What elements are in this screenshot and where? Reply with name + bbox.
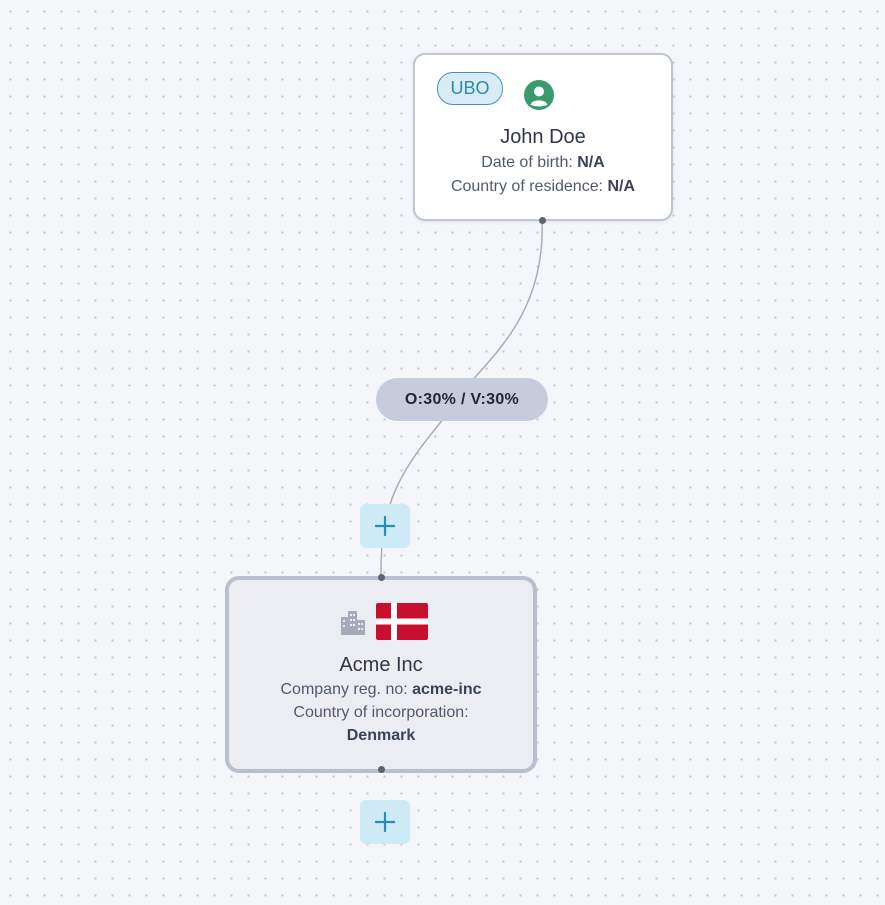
country-of-incorporation-value: Denmark <box>346 727 416 744</box>
plus-icon <box>374 811 396 833</box>
company-node-acme-inc[interactable]: Acme Inc Company reg. no: acme-inc Count… <box>225 576 537 773</box>
add-subsidiary-button[interactable] <box>360 800 410 844</box>
ubo-badge: UBO <box>437 72 503 105</box>
person-node-source-handle[interactable] <box>539 217 546 224</box>
ownership-edge-label[interactable]: O:30% / V:30% <box>376 378 548 421</box>
company-name: Acme Inc <box>339 654 423 676</box>
date-of-birth-value: N/A <box>577 154 605 171</box>
country-of-incorporation-label: Country of incorporation: <box>293 704 469 721</box>
person-name: John Doe <box>500 126 586 148</box>
denmark-flag-icon <box>376 603 428 640</box>
person-node-john-doe[interactable]: UBO John Doe Date of birth: N/A Country … <box>413 53 673 221</box>
country-of-residence-label: Country of residence: <box>450 178 608 195</box>
company-node-target-handle[interactable] <box>378 574 385 581</box>
company-reg-no-label: Company reg. no: <box>280 681 413 698</box>
building-icon <box>341 611 365 635</box>
company-reg-no-field: Company reg. no: acme-inc <box>229 681 533 699</box>
company-node-source-handle[interactable] <box>378 766 385 773</box>
add-owner-button[interactable] <box>360 504 410 548</box>
country-of-residence-value: N/A <box>607 178 636 195</box>
country-of-residence-field: Country of residence: N/A <box>415 178 671 196</box>
person-circle-icon <box>524 80 554 110</box>
date-of-birth-label: Date of birth: <box>481 154 578 171</box>
plus-icon <box>374 515 396 537</box>
company-reg-no-value: acme-inc <box>412 681 482 698</box>
date-of-birth-field: Date of birth: N/A <box>415 154 671 172</box>
